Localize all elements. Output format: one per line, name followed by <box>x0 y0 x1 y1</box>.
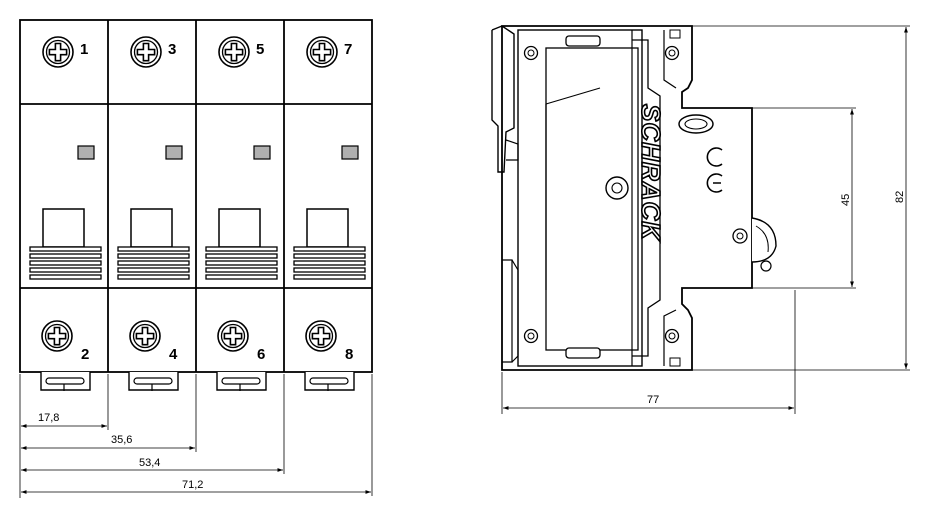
status-indicator <box>253 145 271 160</box>
front-view: 1 2 3 <box>19 19 373 391</box>
toggle-handle <box>29 208 102 280</box>
dim-label-77: 77 <box>647 394 659 406</box>
dim-label-45: 45 <box>840 194 852 206</box>
terminal-label-bottom: 8 <box>345 346 353 363</box>
terminal-screw-icon <box>218 36 250 68</box>
din-clip <box>216 372 267 391</box>
terminal-label-top: 7 <box>344 41 352 58</box>
dim-label-17-8: 17,8 <box>38 412 59 424</box>
status-indicator <box>77 145 95 160</box>
pole-4: 7 8 <box>293 36 366 391</box>
status-indicator <box>341 145 359 160</box>
width-dimensions <box>19 374 373 498</box>
terminal-screw-icon <box>306 36 338 68</box>
dim-label-35-6: 35,6 <box>111 434 132 446</box>
terminal-screw-icon <box>305 320 337 352</box>
toggle-handle <box>205 208 278 280</box>
dim-label-53-4: 53,4 <box>139 457 160 469</box>
terminal-label-bottom: 6 <box>257 346 265 363</box>
terminal-label-bottom: 4 <box>169 346 178 363</box>
pole-1: 1 2 <box>29 36 102 391</box>
din-clip <box>304 372 355 391</box>
brand-logo-text: SCHRACK <box>636 104 666 242</box>
terminal-screw-icon <box>129 320 161 352</box>
ce-mark-icon <box>706 147 723 167</box>
terminal-screw-icon <box>217 320 249 352</box>
toggle-handle <box>117 208 190 280</box>
side-view <box>491 25 777 371</box>
terminal-label-bottom: 2 <box>81 346 89 363</box>
dim-label-71-2: 71,2 <box>182 479 203 491</box>
din-clip <box>128 372 179 391</box>
terminal-screw-icon <box>41 320 73 352</box>
pole-3: 5 6 <box>205 36 278 391</box>
terminal-label-top: 5 <box>256 41 264 58</box>
terminal-screw-icon <box>42 36 74 68</box>
terminal-label-top: 1 <box>80 41 88 58</box>
terminal-screw-icon <box>130 36 162 68</box>
terminal-label-top: 3 <box>168 41 176 58</box>
side-dimensions <box>501 25 910 414</box>
dim-label-82: 82 <box>894 191 906 203</box>
toggle-handle <box>293 208 366 280</box>
pole-2: 3 4 <box>117 36 190 391</box>
din-clip <box>40 372 91 391</box>
status-indicator <box>165 145 183 160</box>
